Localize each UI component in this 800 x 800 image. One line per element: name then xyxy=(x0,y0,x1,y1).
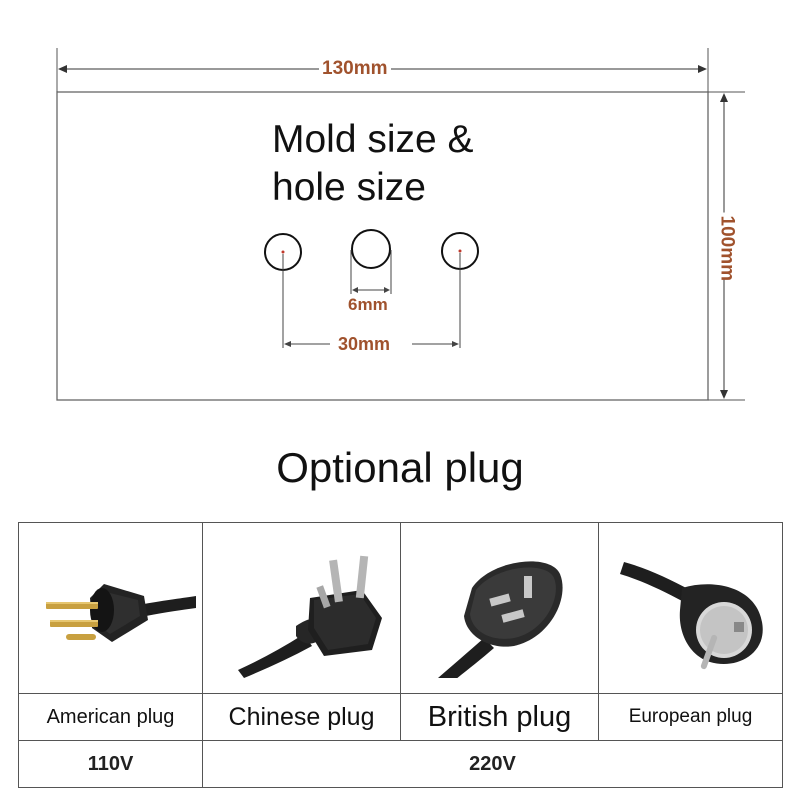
mold-title: Mold size & hole size xyxy=(272,116,474,212)
mold-height-label: 100mm xyxy=(717,212,738,281)
chinese-plug-label: Chinese plug xyxy=(202,693,401,741)
mold-width-label: 130mm xyxy=(319,59,391,78)
american-plug-icon xyxy=(45,584,196,642)
mold-diagram xyxy=(56,48,745,401)
mold-title-line1: Mold size & xyxy=(272,118,474,161)
chinese-plug-cell xyxy=(202,522,401,694)
american-plug-cell xyxy=(18,522,203,694)
hole-center-1 xyxy=(281,250,285,254)
spacing-arrow-left xyxy=(284,341,291,347)
plug-table: American plug Chinese plug British plug … xyxy=(18,522,783,788)
hole-dia-arrow-left xyxy=(352,287,358,293)
hole-diameter-label: 6mm xyxy=(348,295,388,314)
british-plug-icon xyxy=(437,561,563,678)
optional-plug-heading: Optional plug xyxy=(276,444,524,491)
plug-name-row: American plug Chinese plug British plug … xyxy=(18,693,783,741)
chinese-plug-icon xyxy=(237,555,382,678)
mold-title-line2: hole size xyxy=(272,166,426,209)
hole-2 xyxy=(351,229,391,269)
mold-outline xyxy=(56,91,709,401)
european-plug-label: European plug xyxy=(598,693,783,741)
arrowhead-right xyxy=(698,65,707,73)
hole-spacing-label: 30mm xyxy=(338,334,391,354)
arrowhead-bottom xyxy=(720,390,728,399)
british-plug-cell xyxy=(400,522,599,694)
american-plug-label: American plug xyxy=(18,693,203,741)
european-plug-cell xyxy=(598,522,783,694)
spacing-arrow-right xyxy=(452,341,459,347)
european-plug-icon xyxy=(619,562,763,670)
british-plug-label: British plug xyxy=(400,693,599,741)
hole-center-3 xyxy=(458,249,462,253)
voltage-110-cell: 110V xyxy=(18,740,203,788)
arrowhead-top xyxy=(720,93,728,102)
hole-dia-arrow-right xyxy=(384,287,390,293)
voltage-220-cell: 220V xyxy=(202,740,783,788)
plug-image-row xyxy=(18,522,783,694)
voltage-row: 110V 220V xyxy=(18,740,783,788)
arrowhead-left xyxy=(58,65,67,73)
